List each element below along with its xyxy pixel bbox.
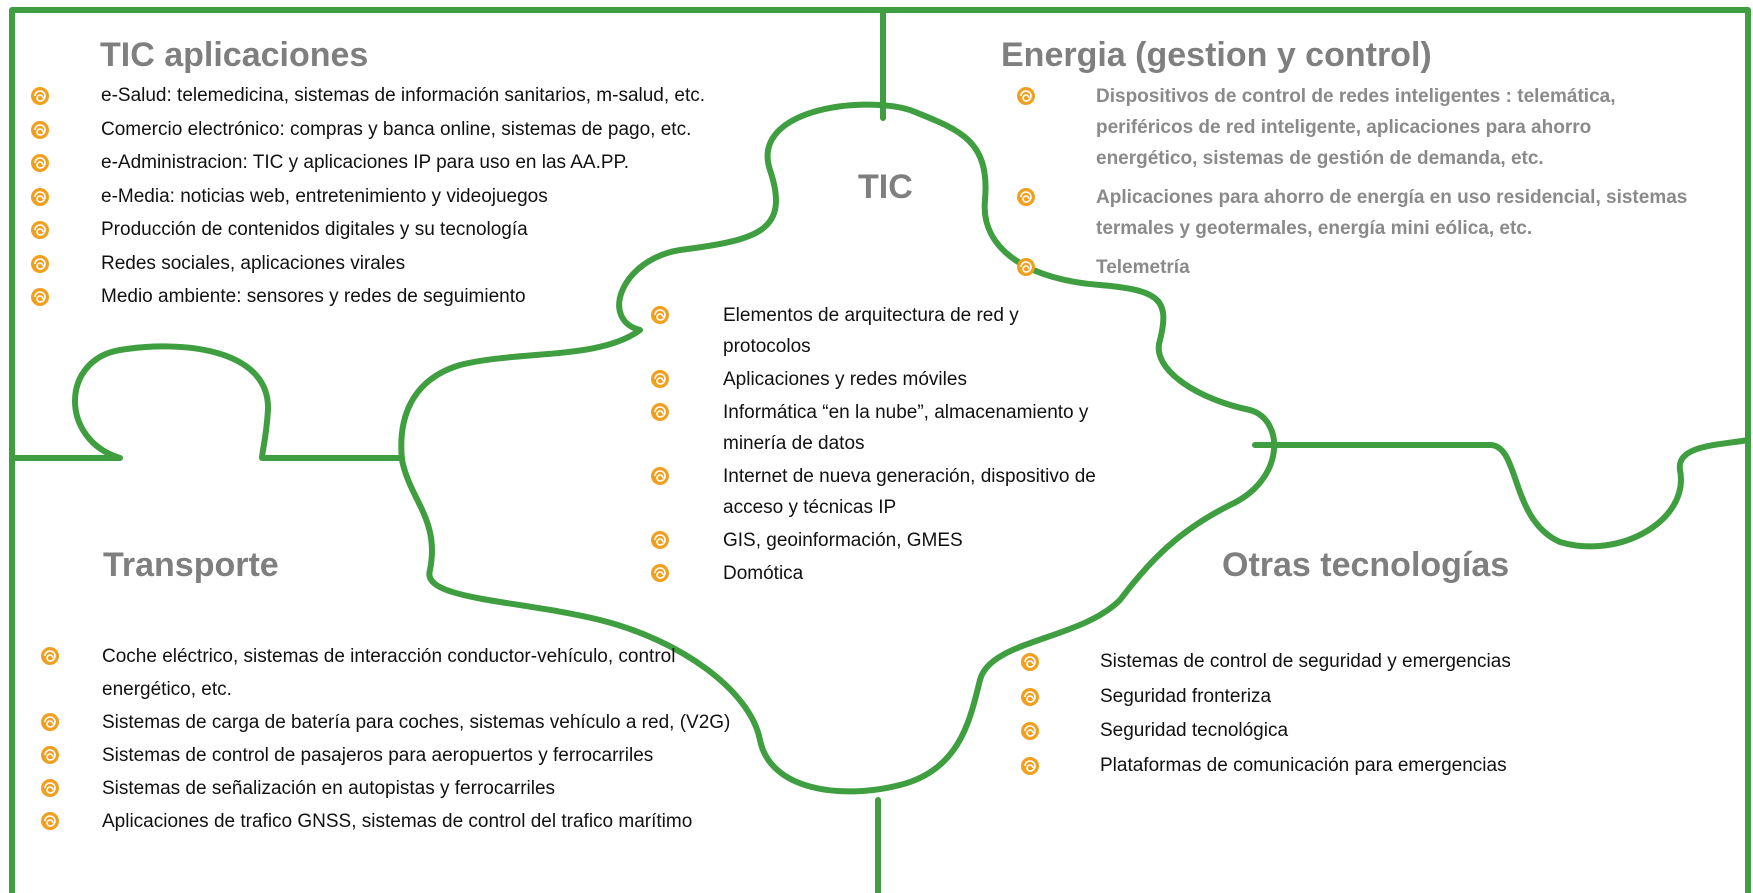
list-item: Aplicaciones y redes móviles — [650, 364, 1110, 395]
swirl-bullet-icon — [41, 713, 59, 731]
list-item-text: GIS, geoinformación, GMES — [723, 530, 963, 551]
swirl-bullet-icon — [651, 306, 669, 324]
swirl-bullet-icon — [41, 812, 59, 830]
list-item: GIS, geoinformación, GMES — [650, 525, 1110, 556]
swirl-bullet-icon — [1017, 87, 1035, 105]
list-item-text: Dispositivos de control de redes intelig… — [1096, 86, 1616, 169]
list-item: Informática “en la nube”, almacenamiento… — [650, 397, 1110, 459]
list-item: Sistemas de señalización en autopistas y… — [40, 772, 760, 805]
list-item-text: Internet de nueva generación, dispositiv… — [723, 466, 1096, 518]
list-item: Aplicaciones para ahorro de energía en u… — [1016, 182, 1696, 244]
swirl-bullet-icon — [1021, 722, 1039, 740]
swirl-bullet-icon — [41, 779, 59, 797]
swirl-bullet-icon — [1021, 687, 1039, 706]
item-list: e-Salud: telemedicina, sistemas de infor… — [30, 79, 830, 314]
list-item-text: e-Administracion: TIC y aplicaciones IP … — [101, 152, 630, 173]
list-item-text: Producción de contenidos digitales y su … — [101, 219, 528, 240]
section-transporte: Coche eléctrico, sistemas de interacción… — [40, 640, 760, 838]
list-item: e-Media: noticias web, entretenimiento y… — [30, 180, 830, 214]
list-item-text: Seguridad fronteriza — [1100, 685, 1272, 707]
swirl-bullet-icon — [31, 120, 49, 139]
item-list: Elementos de arquitectura de red y proto… — [650, 300, 1110, 589]
swirl-bullet-icon — [1021, 756, 1039, 775]
swirl-bullet-icon — [31, 288, 49, 306]
swirl-bullet-icon — [651, 564, 669, 582]
swirl-bullet-icon — [31, 254, 49, 273]
swirl-bullet-icon — [41, 746, 59, 764]
swirl-bullet-icon — [651, 370, 669, 388]
center-title: TIC — [858, 168, 913, 206]
divider-left — [9, 343, 405, 461]
section-title: Energia (gestion y control) — [1001, 36, 1432, 74]
section-tic-center: Elementos de arquitectura de red y proto… — [650, 300, 1110, 591]
list-item-text: Aplicaciones y redes móviles — [723, 369, 967, 390]
section-title-transporte: Transporte — [103, 546, 279, 584]
item-list: Dispositivos de control de redes intelig… — [1016, 81, 1696, 283]
list-item: Comercio electrónico: compras y banca on… — [30, 113, 830, 147]
list-item: Seguridad tecnológica — [1020, 714, 1620, 749]
list-item-text: Telemetría — [1096, 257, 1190, 278]
list-item-text: Aplicaciones de trafico GNSS, sistemas d… — [102, 811, 693, 832]
divider-right — [1252, 437, 1751, 550]
list-item-text: Plataformas de comunicación para emergen… — [1100, 754, 1507, 776]
list-item: Sistemas de carga de batería para coches… — [40, 706, 760, 739]
list-item: Coche eléctrico, sistemas de interacción… — [40, 640, 760, 706]
swirl-bullet-icon — [41, 647, 59, 665]
list-item-text: Seguridad tecnológica — [1100, 720, 1289, 741]
swirl-bullet-icon — [1017, 258, 1035, 276]
list-item-text: Sistemas de señalización en autopistas y… — [102, 778, 556, 799]
section-energia: Energia (gestion y control) Dispositivos… — [1001, 36, 1696, 291]
list-item-text: Elementos de arquitectura de red y proto… — [723, 305, 1019, 357]
list-item: Seguridad fronteriza — [1020, 680, 1620, 715]
section-tic-aplicaciones: TIC aplicaciones e-Salud: telemedicina, … — [30, 36, 830, 314]
swirl-bullet-icon — [31, 87, 49, 105]
list-item: Elementos de arquitectura de red y proto… — [650, 300, 1110, 362]
list-item-text: Aplicaciones para ahorro de energía en u… — [1096, 187, 1688, 239]
list-item: Telemetría — [1016, 252, 1696, 283]
item-list: Coche eléctrico, sistemas de interacción… — [40, 640, 760, 838]
list-item: Dispositivos de control de redes intelig… — [1016, 81, 1696, 174]
list-item: Domótica — [650, 558, 1110, 589]
list-item: e-Administracion: TIC y aplicaciones IP … — [30, 146, 830, 180]
list-item-text: Coche eléctrico, sistemas de interacción… — [102, 646, 676, 700]
section-otras-tecnologias: Sistemas de control de seguridad y emerg… — [1020, 645, 1620, 783]
list-item: Redes sociales, aplicaciones virales — [30, 247, 830, 281]
swirl-bullet-icon — [651, 467, 669, 485]
swirl-bullet-icon — [651, 531, 669, 549]
list-item: Medio ambiente: sensores y redes de segu… — [30, 280, 830, 314]
center-puzzle-piece — [398, 101, 1278, 795]
list-item: Aplicaciones de trafico GNSS, sistemas d… — [40, 805, 760, 838]
swirl-bullet-icon — [1021, 653, 1039, 671]
list-item: Sistemas de control de pasajeros para ae… — [40, 739, 760, 772]
swirl-bullet-icon — [651, 403, 669, 421]
list-item-text: Sistemas de carga de batería para coches… — [102, 712, 731, 733]
swirl-bullet-icon — [31, 221, 49, 239]
list-item: Producción de contenidos digitales y su … — [30, 213, 830, 247]
list-item: Internet de nueva generación, dispositiv… — [650, 461, 1110, 523]
list-item: Sistemas de control de seguridad y emerg… — [1020, 645, 1620, 680]
item-list: Sistemas de control de seguridad y emerg… — [1020, 645, 1620, 783]
list-item-text: Domótica — [723, 563, 804, 584]
list-item: e-Salud: telemedicina, sistemas de infor… — [30, 79, 830, 113]
swirl-bullet-icon — [31, 187, 49, 206]
section-title-otras: Otras tecnologías — [1222, 546, 1510, 584]
swirl-bullet-icon — [1017, 188, 1035, 206]
list-item-text: Sistemas de control de pasajeros para ae… — [102, 745, 654, 766]
list-item: Plataformas de comunicación para emergen… — [1020, 749, 1620, 784]
list-item-text: Informática “en la nube”, almacenamiento… — [723, 402, 1089, 454]
list-item-text: Sistemas de control de seguridad y emerg… — [1100, 651, 1511, 672]
list-item-text: Comercio electrónico: compras y banca on… — [101, 118, 692, 140]
list-item-text: e-Media: noticias web, entretenimiento y… — [101, 185, 548, 207]
swirl-bullet-icon — [31, 154, 49, 172]
list-item-text: e-Salud: telemedicina, sistemas de infor… — [101, 85, 706, 106]
list-item-text: Medio ambiente: sensores y redes de segu… — [101, 286, 526, 307]
list-item-text: Redes sociales, aplicaciones virales — [101, 252, 406, 274]
section-title: TIC aplicaciones — [100, 36, 369, 74]
